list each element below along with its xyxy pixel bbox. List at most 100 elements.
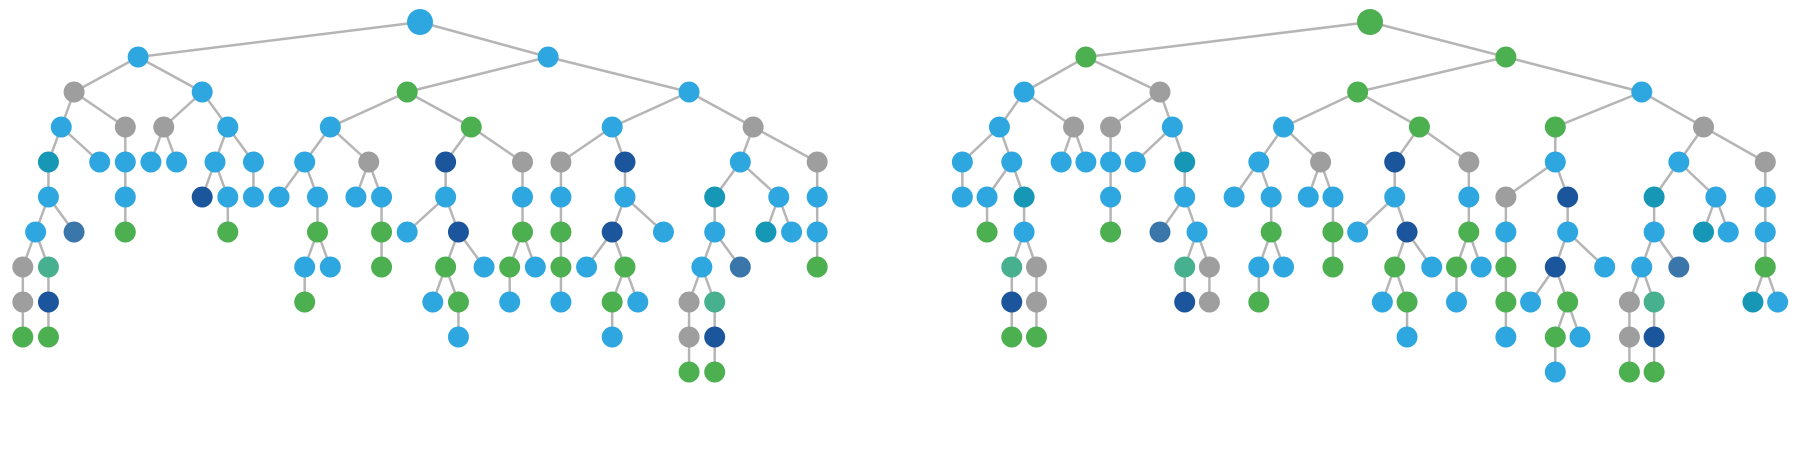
tree-right-node-light-blue — [988, 116, 1010, 138]
tree-right-node-green — [1347, 81, 1369, 103]
tree-left-edge — [688, 90, 754, 129]
tree-right-node-light-blue — [1458, 186, 1480, 208]
tree-left-node-green — [806, 256, 828, 278]
tree-right-node-light-blue — [1384, 186, 1406, 208]
tree-left-node-light-blue — [499, 291, 521, 313]
tree-left-node-gray — [678, 326, 700, 348]
tree-left-node-light-blue — [601, 326, 623, 348]
tree-right-node-light-blue — [1100, 186, 1122, 208]
tree-right-node-light-blue — [1767, 291, 1789, 313]
tree-right-node-light-blue — [1717, 221, 1739, 243]
tree-right-node-green — [976, 221, 998, 243]
tree-right-node-green — [1643, 361, 1665, 383]
tree-right-node-light-blue — [1161, 116, 1183, 138]
tree-right-node-light-blue — [1050, 151, 1072, 173]
tree-right-node-light-blue — [1260, 186, 1282, 208]
tree-left-node-green — [12, 326, 34, 348]
tree-left-node-green — [37, 326, 59, 348]
tree-left-node-teal — [755, 221, 777, 243]
tree-right-node-green — [1445, 256, 1467, 278]
tree-left-node-light-blue — [242, 186, 264, 208]
tree-right-edge — [1641, 90, 1705, 129]
tree-left-node-navy — [614, 151, 636, 173]
tree-right-node-green — [1396, 291, 1418, 313]
tree-left-node-light-blue — [704, 221, 726, 243]
tree-right-node-light-blue — [1544, 151, 1566, 173]
tree-right-node-green — [1618, 361, 1640, 383]
tree-left-node-light-blue — [294, 151, 316, 173]
tree-left-node-light-blue — [422, 291, 444, 313]
tree-right-node-teal — [1643, 186, 1665, 208]
tree-right-node-light-blue — [1013, 81, 1035, 103]
tree-right-edge — [1085, 20, 1371, 59]
tree-left-node-green — [371, 256, 393, 278]
tree-left-node-light-blue — [294, 256, 316, 278]
tree-right-node-light-blue — [1631, 81, 1653, 103]
tree-left-node-navy — [447, 221, 469, 243]
tree-right-node-light-blue — [1495, 326, 1517, 348]
tree-left-node-green — [114, 221, 136, 243]
tree-left-node-light-blue — [140, 151, 162, 173]
tree-left-node-light-blue — [512, 186, 533, 208]
tree-right-node-light-blue — [1557, 221, 1579, 243]
tree-right-node-gray — [1754, 151, 1776, 173]
tree-right-node-green — [1754, 256, 1776, 278]
tree-left-node-gray — [12, 256, 34, 278]
tree-right-node-gray — [1495, 186, 1517, 208]
tree-right-node-green — [1025, 326, 1047, 348]
tree-left-node-light-blue — [768, 186, 790, 208]
tree-left-node-green — [512, 221, 533, 243]
tree-left-node-gray — [63, 81, 85, 103]
tree-left-node-light-blue — [345, 186, 367, 208]
tree-left-node-light-blue — [114, 186, 136, 208]
tree-right-node-green — [1075, 46, 1097, 68]
tree-right-node-light-blue — [1297, 186, 1319, 208]
tree-right-node-green — [1495, 291, 1517, 313]
tree-left-node-green — [217, 221, 239, 243]
tree-left-node-light-blue — [447, 326, 469, 348]
tree-right-node-mint — [1643, 291, 1665, 313]
tree-right-node-light-blue — [1001, 151, 1023, 173]
tree-right-edge — [1357, 90, 1421, 129]
tree-left-node-light-blue — [614, 186, 636, 208]
tree-left-node-light-blue — [191, 81, 213, 103]
tree-left-node-green — [550, 221, 572, 243]
tree-right-node-light-blue — [1075, 151, 1097, 173]
tree-right-edge — [1282, 90, 1359, 129]
tree-left-node-light-blue — [114, 151, 136, 173]
tree-right-node-light-blue — [1273, 256, 1295, 278]
tree-left-node-light-blue — [268, 186, 290, 208]
tree-right-node-green — [1248, 291, 1270, 313]
tree-right-node-gray — [1458, 151, 1480, 173]
tree-right-node-gray — [1310, 151, 1332, 173]
tree-right-node-teal — [1013, 186, 1035, 208]
tree-left-node-light-blue — [537, 46, 559, 68]
tree-left-node-steel — [63, 221, 85, 243]
tree-right-node-navy — [1643, 326, 1665, 348]
tree-right-node-steel — [1149, 221, 1171, 243]
tree-left-node-green — [307, 221, 328, 243]
tree-left-node-navy — [191, 186, 213, 208]
tree-right-node-light-blue — [1273, 116, 1295, 138]
tree-left-node-green — [294, 291, 316, 313]
tree-left-node-gray — [114, 116, 136, 138]
tree-right-node-navy — [1396, 221, 1418, 243]
tree-right-node-light-blue — [1495, 221, 1517, 243]
tree-right-node-green — [1100, 221, 1122, 243]
tree-right-node-teal — [1174, 151, 1196, 173]
tree-left-edge — [406, 90, 472, 129]
tree-left-node-green — [678, 361, 700, 383]
tree-left-node-light-blue — [166, 151, 188, 173]
tree-left-edge — [137, 20, 421, 59]
tree-right-node-gray — [1618, 291, 1640, 313]
tree-right-node-light-blue — [1631, 256, 1653, 278]
tree-right-node-light-blue — [1248, 151, 1270, 173]
tree-left-node-gray — [512, 151, 533, 173]
tree-left-edge — [73, 55, 139, 94]
tree-right-edge — [1357, 55, 1507, 94]
tree-right-node-light-blue — [951, 151, 973, 173]
tree-right-node-light-blue — [1186, 221, 1208, 243]
tree-left-node-light-blue — [217, 186, 239, 208]
tree-left-node-gray — [12, 291, 34, 313]
